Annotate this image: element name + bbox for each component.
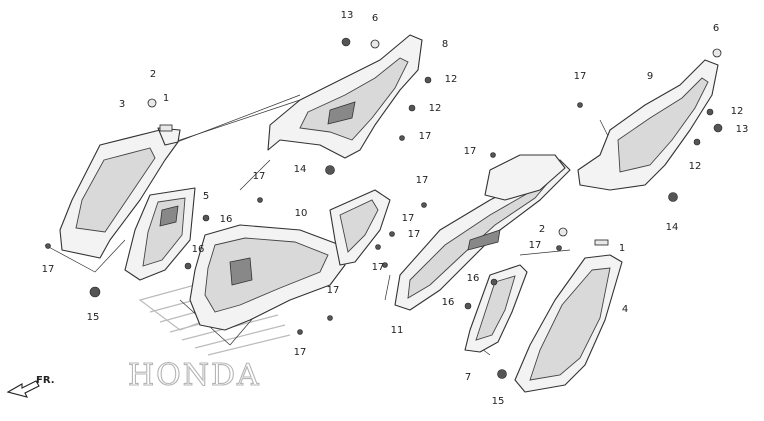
front-direction-indicator: FR. [6, 375, 55, 398]
callout-c12c: 12 [731, 106, 744, 117]
callout-c15b: 15 [492, 396, 505, 407]
callout-c12a: 12 [445, 74, 458, 85]
callout-c17f: 17 [464, 146, 477, 157]
callout-c16d: 16 [442, 297, 455, 308]
clip-1a [159, 124, 173, 132]
callout-c3: 3 [119, 99, 125, 110]
callout-c16b: 16 [192, 244, 205, 255]
part-7-small-panel [464, 264, 528, 353]
callout-c14b: 14 [666, 222, 679, 233]
callout-c5: 5 [203, 191, 209, 202]
callout-c17i: 17 [408, 229, 421, 240]
clip-1b [594, 239, 609, 246]
nut-6a [370, 39, 380, 49]
part-8-upper-bracket [267, 34, 423, 159]
callout-c16a: 16 [220, 214, 233, 225]
callout-c17a: 17 [419, 131, 432, 142]
callout-c9: 9 [647, 71, 653, 82]
part-4-right-cover [514, 254, 623, 393]
callout-c17b: 17 [253, 171, 266, 182]
callout-c14a: 14 [294, 164, 307, 175]
callout-c17g: 17 [416, 175, 429, 186]
callout-c17c: 17 [42, 264, 55, 275]
callout-c16c: 16 [467, 273, 480, 284]
part-3-left-cowl [59, 127, 181, 259]
callout-c2b: 2 [539, 224, 545, 235]
callout-c17h: 17 [402, 213, 415, 224]
front-direction-label: FR. [36, 375, 55, 386]
honda-watermark-text: HONDA [128, 358, 261, 393]
callout-c4: 4 [622, 304, 628, 315]
callout-c6b: 6 [713, 23, 719, 34]
callout-c13a: 13 [341, 10, 354, 21]
callout-c17j: 17 [372, 262, 385, 273]
part-9-right-bracket [577, 59, 719, 191]
callout-c15a: 15 [87, 312, 100, 323]
callout-c10: 10 [295, 208, 308, 219]
callout-c12b: 12 [429, 103, 442, 114]
callout-c11: 11 [391, 325, 404, 336]
callout-c12d: 12 [689, 161, 702, 172]
callout-c1a: 1 [163, 93, 169, 104]
fasteners [45, 37, 723, 379]
callout-c1b: 1 [619, 243, 625, 254]
callout-c6a: 6 [372, 13, 378, 24]
part-10-lower-cover [189, 189, 391, 331]
callout-c17d: 17 [327, 285, 340, 296]
part-11-middle-cover [394, 154, 571, 311]
front-arrow-icon [6, 380, 40, 398]
callout-c7: 7 [465, 372, 471, 383]
part-5-inner-panel [124, 187, 196, 281]
callout-c17k: 17 [574, 71, 587, 82]
callout-c13b: 13 [736, 124, 749, 135]
callout-c17l: 17 [529, 240, 542, 251]
callout-c8: 8 [442, 39, 448, 50]
callout-c2a: 2 [150, 69, 156, 80]
clips-and-grommets [147, 39, 722, 246]
cap-2b [558, 227, 568, 237]
nut-6b [712, 48, 722, 58]
cap-2a [147, 98, 157, 108]
callout-c17e: 17 [294, 347, 307, 358]
